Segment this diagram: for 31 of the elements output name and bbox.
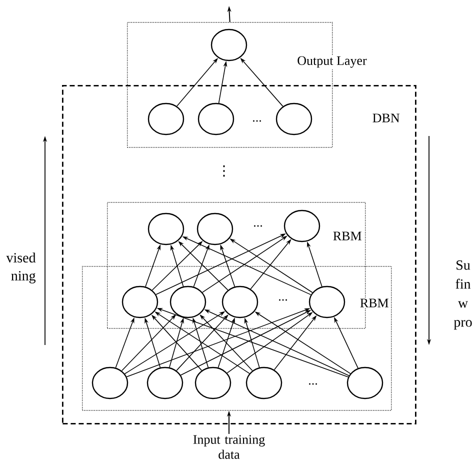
ellipsis: ... xyxy=(279,299,288,301)
neuron-circle xyxy=(308,286,346,318)
neuron-circle xyxy=(148,212,184,246)
neuron-circle xyxy=(276,102,312,136)
input-label: Input training data xyxy=(193,435,265,459)
layer-label: RBM xyxy=(358,298,390,308)
ellipsis: ⋮ xyxy=(223,165,225,177)
ellipsis: ... xyxy=(309,383,318,385)
ellipsis: ... xyxy=(254,225,262,227)
neuron-circle xyxy=(346,366,384,400)
neuron-circle xyxy=(122,286,158,318)
layer-label: DBN xyxy=(371,112,401,124)
layer-box xyxy=(62,85,416,424)
neuron-circle xyxy=(284,210,320,242)
neuron-circle xyxy=(92,366,128,400)
ellipsis: ... xyxy=(253,120,262,122)
side-label: Su fin w pro xyxy=(454,260,472,330)
neuron-circle xyxy=(170,286,206,318)
neuron-circle xyxy=(198,102,234,136)
layer-label: RBM xyxy=(332,230,363,242)
side-label: vised ning xyxy=(6,252,36,284)
neuron-circle xyxy=(246,366,282,400)
neuron-circle xyxy=(148,102,184,136)
neuron-circle xyxy=(222,286,258,318)
layer-box xyxy=(127,22,333,148)
neuron-circle xyxy=(196,212,234,246)
layer-label: Output Layer xyxy=(296,55,368,69)
layer-box xyxy=(82,266,392,411)
neuron-circle xyxy=(194,366,232,400)
neuron-circle xyxy=(210,28,248,62)
neuron-circle xyxy=(146,366,184,400)
